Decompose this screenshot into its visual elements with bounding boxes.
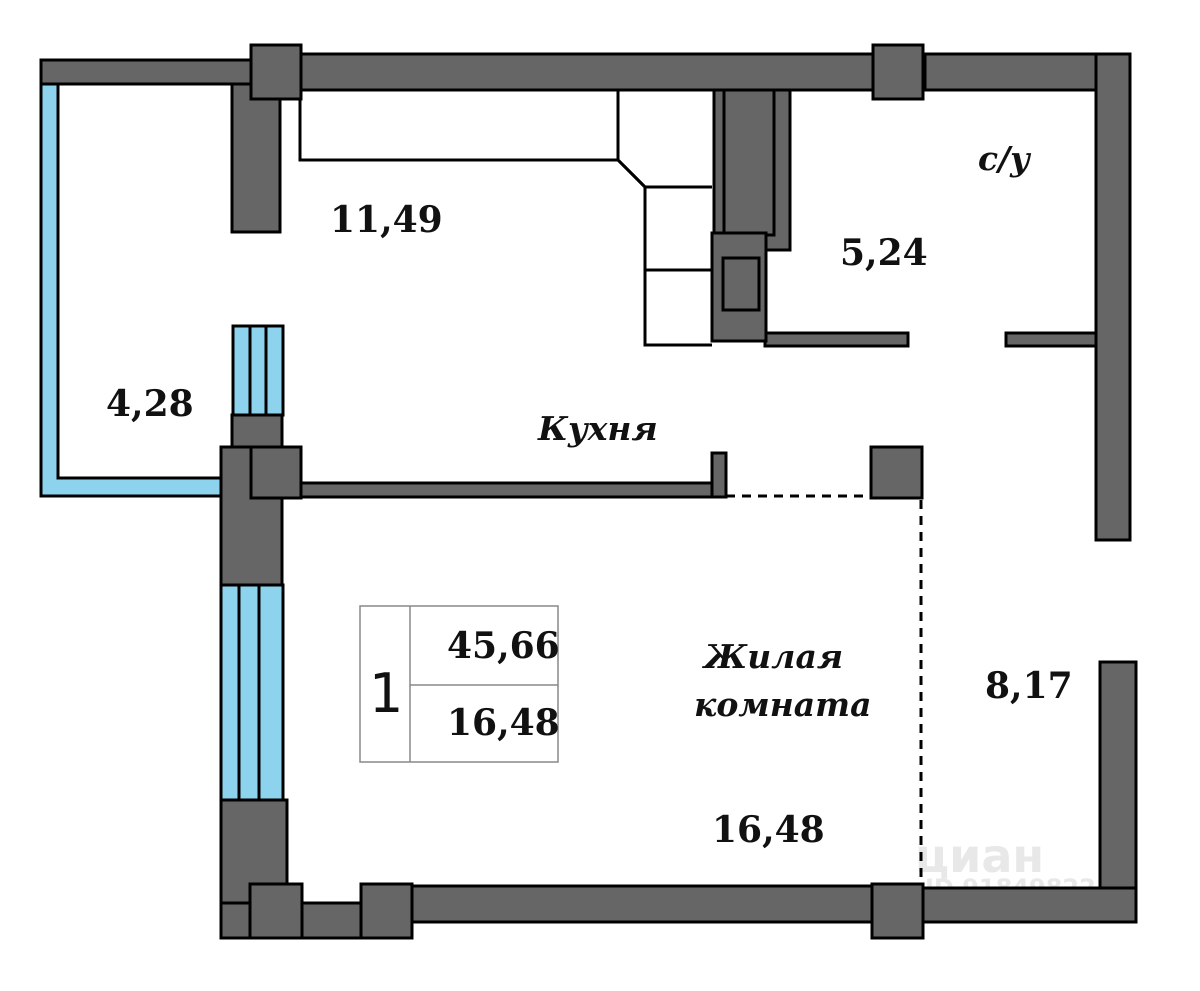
- column-bottom-right: [870, 882, 925, 940]
- top-wall: [298, 52, 877, 92]
- vent-shaft-inner: [722, 88, 776, 237]
- bathroom-wall-right: [1004, 331, 1098, 348]
- bottom-wall: [408, 884, 877, 924]
- kitchen-area: 11,49: [330, 199, 443, 241]
- hall-area: 8,17: [985, 665, 1073, 707]
- watermark-brand: циан: [915, 829, 1044, 883]
- legend-box: [359, 605, 559, 763]
- kitchen-label: Кухня: [537, 409, 658, 448]
- column-top-middle: [871, 43, 925, 101]
- partition-end: [710, 451, 728, 499]
- left-pier-upper: [230, 413, 284, 449]
- kitchen-living-partition: [298, 481, 727, 499]
- column-bottom-left-2: [359, 882, 414, 940]
- bathroom-label: с/у: [978, 139, 1032, 178]
- legend-living-area: 16,48: [447, 702, 560, 744]
- bathroom-wall-left: [763, 331, 910, 348]
- top-wall-left: [39, 58, 253, 86]
- column-bottom-left: [248, 882, 304, 940]
- living-window: [219, 583, 285, 802]
- bathroom-area: 5,24: [840, 232, 928, 274]
- living-label-line2: комната: [694, 685, 871, 724]
- living-label-line1: Жилая: [701, 637, 843, 676]
- legend-rooms-count: 1: [369, 662, 403, 725]
- balcony-area: 4,28: [106, 383, 194, 425]
- legend-total-area: 45,66: [447, 625, 560, 667]
- bottom-right-return: [920, 886, 1138, 924]
- column-top-left: [249, 43, 303, 101]
- balcony-window: [39, 81, 224, 498]
- kitchen-left-pier: [230, 82, 282, 234]
- living-area: 16,48: [712, 809, 825, 851]
- right-wall-lower: [1098, 660, 1138, 924]
- column-left-middle: [249, 445, 303, 500]
- right-wall-upper: [1094, 52, 1132, 542]
- kitchen-window: [231, 324, 285, 417]
- stove-top: [721, 256, 761, 312]
- column-center: [869, 445, 924, 500]
